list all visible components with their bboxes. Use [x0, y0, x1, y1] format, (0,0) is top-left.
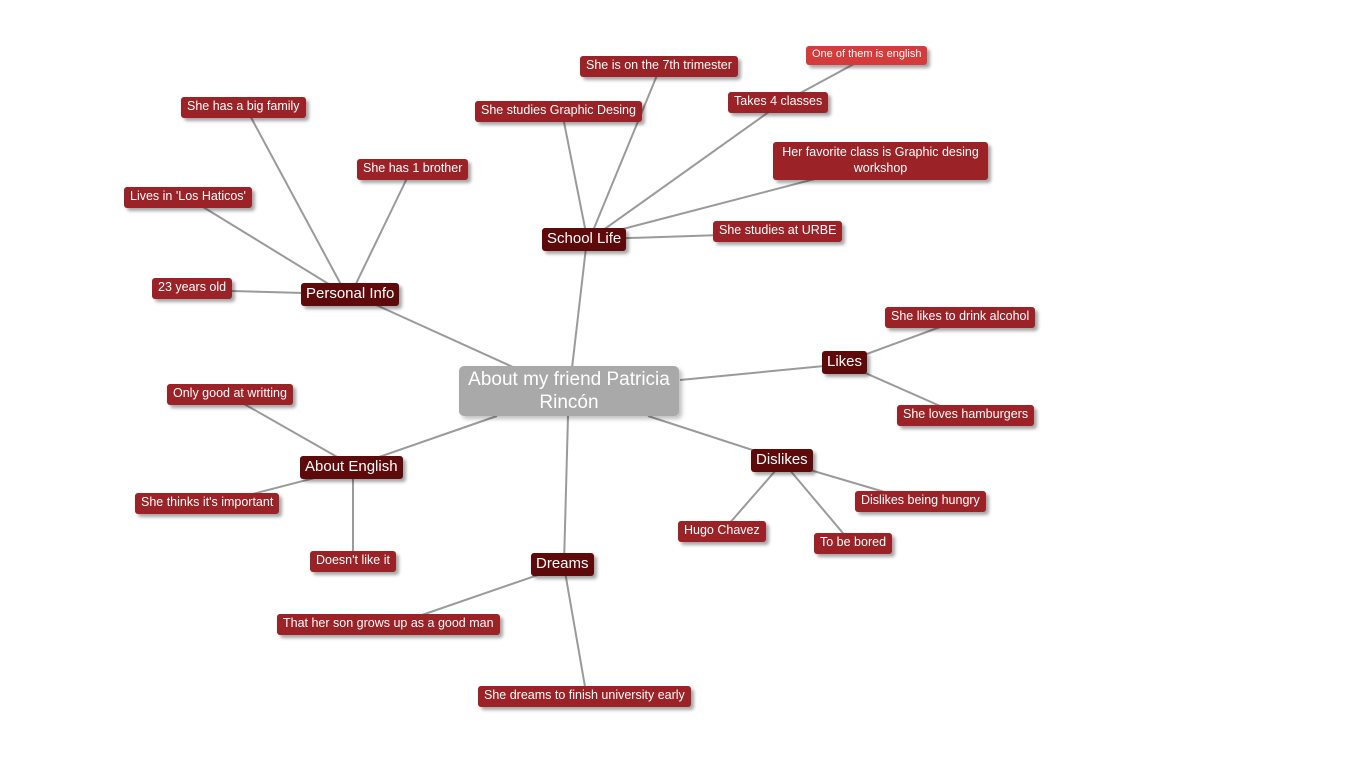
leaf-los-haticos[interactable]: Lives in 'Los Haticos'	[124, 187, 252, 208]
leaf-one-english[interactable]: One of them is english	[806, 46, 928, 65]
leaf-favorite-class[interactable]: Her favorite class is Graphic desing wor…	[773, 142, 988, 180]
branch-school-life[interactable]: School Life	[542, 228, 627, 251]
link-finish-university	[563, 565, 588, 699]
leaf-alcohol[interactable]: She likes to drink alcohol	[885, 307, 1036, 328]
link-center-personal-info	[351, 293, 516, 369]
link-4-classes	[591, 103, 781, 239]
branch-dislikes[interactable]: Dislikes	[751, 449, 813, 472]
leaf-7th-trimester[interactable]: She is on the 7th trimester	[580, 56, 738, 77]
branch-likes[interactable]: Likes	[822, 351, 868, 374]
link-center-school-life	[571, 238, 588, 369]
link-los-haticos	[189, 198, 346, 295]
link-graphic-desing	[561, 111, 588, 239]
leaf-one-brother[interactable]: She has 1 brother	[357, 159, 469, 180]
leaf-23-years[interactable]: 23 years old	[152, 278, 233, 299]
leaf-hugo-chavez[interactable]: Hugo Chavez	[678, 521, 766, 542]
leaf-good-man[interactable]: That her son grows up as a good man	[277, 614, 500, 635]
link-good-writting	[229, 395, 354, 467]
leaf-good-writting[interactable]: Only good at writting	[167, 384, 293, 405]
leaf-finish-university[interactable]: She dreams to finish university early	[478, 686, 691, 707]
leaf-graphic-desing[interactable]: She studies Graphic Desing	[475, 101, 642, 122]
leaf-urbe[interactable]: She studies at URBE	[713, 221, 843, 242]
leaf-important[interactable]: She thinks it's important	[135, 493, 280, 514]
leaf-hamburgers[interactable]: She loves hamburgers	[897, 405, 1035, 426]
leaf-4-classes[interactable]: Takes 4 classes	[728, 92, 829, 113]
link-one-brother	[351, 171, 411, 293]
branch-about-english[interactable]: About English	[300, 456, 403, 479]
leaf-hungry[interactable]: Dislikes being hungry	[855, 491, 986, 512]
branch-dreams[interactable]: Dreams	[531, 553, 594, 576]
link-7th-trimester	[589, 67, 661, 239]
link-center-likes	[679, 363, 846, 381]
central-topic[interactable]: About my friend Patricia Rincón	[459, 366, 679, 416]
link-center-dreams	[563, 415, 569, 565]
leaf-doesnt-like[interactable]: Doesn't like it	[310, 551, 396, 572]
link-bored	[782, 461, 854, 546]
branch-personal-info[interactable]: Personal Info	[301, 283, 400, 306]
link-big-family	[246, 109, 346, 293]
leaf-bored[interactable]: To be bored	[814, 533, 893, 554]
leaf-big-family[interactable]: She has a big family	[181, 97, 306, 118]
